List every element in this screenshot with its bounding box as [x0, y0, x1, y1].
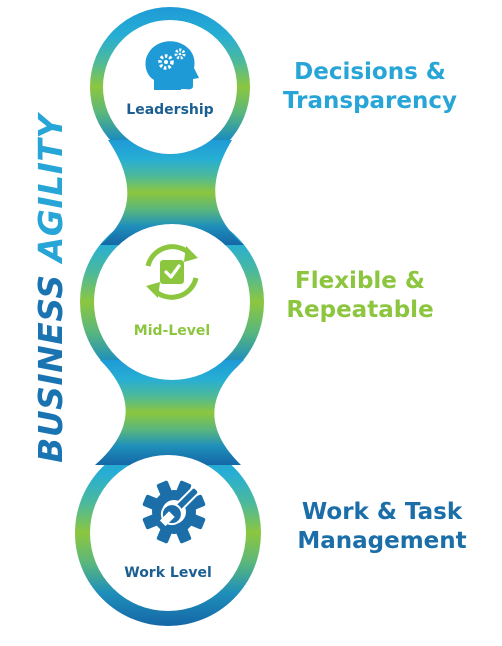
- gear-wrench-icon: [142, 480, 206, 544]
- leadership-caption-line-1: Decisions &: [294, 59, 446, 85]
- business-agility-title: BUSINESS AGILITY: [10, 114, 90, 463]
- work-level-caption: Work & Task Management: [282, 498, 482, 556]
- head-gears-icon: [145, 41, 199, 90]
- leadership-label: Leadership: [126, 102, 214, 118]
- mid-level-caption: Flexible & Repeatable: [270, 267, 450, 325]
- mid-level-label: Mid-Level: [133, 323, 211, 339]
- leadership-caption: Decisions & Transparency: [270, 58, 470, 116]
- mid-level-caption-line-1: Flexible &: [295, 268, 425, 294]
- title-part-agility: AGILITY: [30, 113, 70, 262]
- mid-level-node: [94, 224, 250, 380]
- mid-level-caption-line-2: Repeatable: [286, 296, 434, 323]
- leadership-caption-line-2: Transparency: [282, 87, 458, 114]
- refresh-check-icon: [145, 244, 199, 300]
- work-level-caption-line-1: Work & Task: [301, 499, 463, 525]
- work-level-caption-line-2: Management: [297, 527, 467, 554]
- title-part-business: BUSINESS: [30, 261, 70, 463]
- work-level-label: Work Level: [124, 565, 212, 581]
